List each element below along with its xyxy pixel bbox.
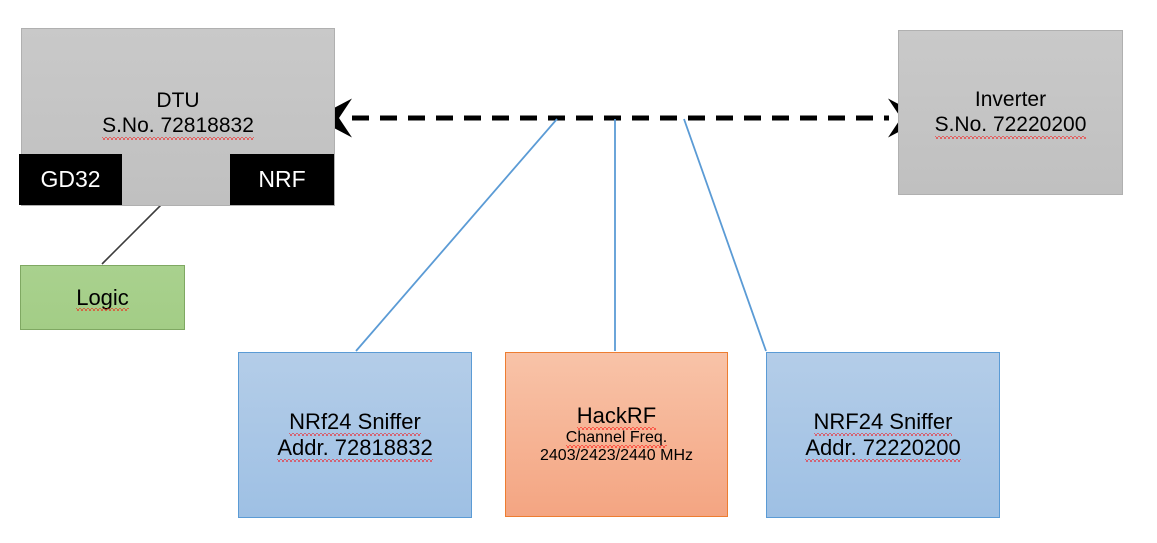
- sniffer-right-label: NRF24 Sniffer: [813, 409, 953, 436]
- sniffer-right-node[interactable]: NRF24 Sniffer Addr. 72220200: [766, 352, 1000, 518]
- logic-label: Logic: [76, 284, 129, 312]
- inverter-serial: S.No. 72220200: [934, 112, 1087, 139]
- nrf-node[interactable]: NRF: [230, 154, 334, 205]
- sniffer-left-address: Addr. 72818832: [277, 435, 434, 462]
- hackrf-label: HackRF: [576, 402, 657, 430]
- sniffer-left-node[interactable]: NRf24 Sniffer Addr. 72818832: [238, 352, 472, 518]
- sniffer-left-label: NRf24 Sniffer: [289, 409, 421, 436]
- connector-tap-left: [355, 118, 558, 352]
- hackrf-sub-label: Channel Freq.: [565, 428, 668, 449]
- inverter-node[interactable]: Inverter S.No. 72220200: [898, 30, 1123, 195]
- hackrf-frequencies: 2403/2423/2440 MHz: [540, 447, 693, 465]
- dtu-label: DTU: [156, 89, 200, 112]
- gd32-node[interactable]: GD32: [19, 154, 122, 205]
- gd32-label: GD32: [40, 166, 101, 192]
- inverter-label: Inverter: [974, 88, 1047, 111]
- dtu-serial: S.No. 72818832: [102, 113, 254, 140]
- hackrf-node[interactable]: HackRF Channel Freq. 2403/2423/2440 MHz: [505, 352, 728, 517]
- nrf-label: NRF: [258, 166, 306, 192]
- connector-tap-right: [683, 118, 767, 352]
- logic-node[interactable]: Logic: [20, 265, 185, 330]
- sniffer-right-address: Addr. 72220200: [805, 435, 962, 462]
